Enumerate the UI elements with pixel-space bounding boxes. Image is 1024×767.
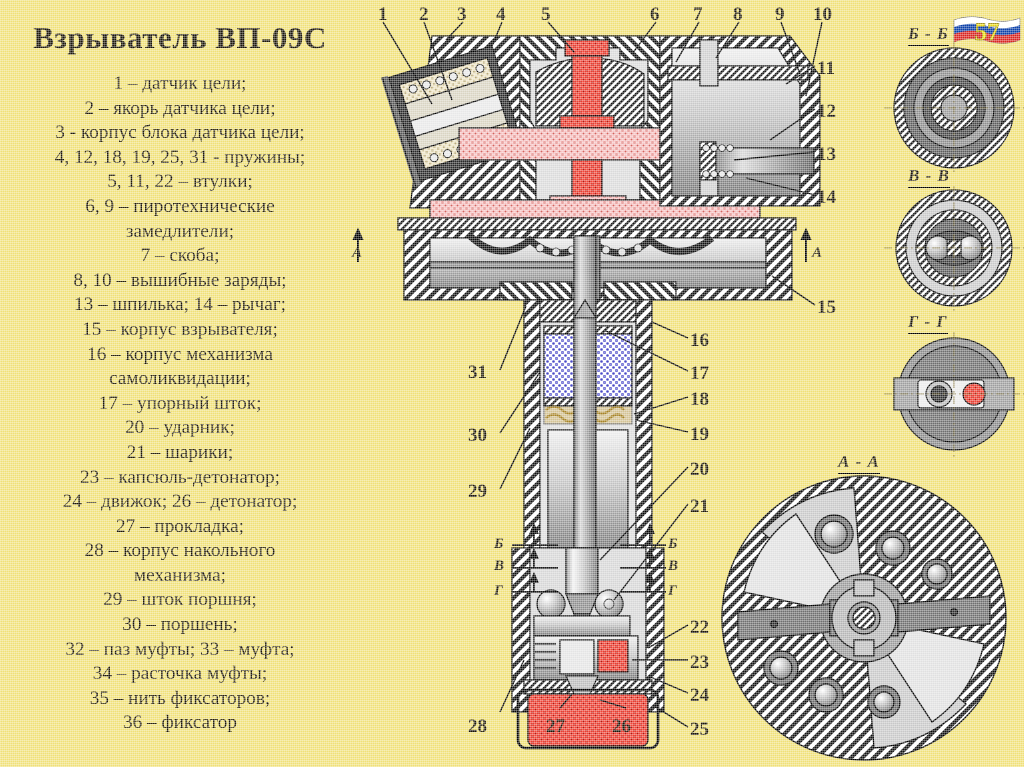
callout-23: 23 bbox=[690, 652, 709, 673]
legend-item: 21 – шарики; bbox=[126, 441, 234, 463]
callout-29: 29 bbox=[468, 481, 487, 502]
section-mark-left-Г: Г bbox=[494, 583, 504, 599]
leader-lines bbox=[382, 21, 823, 728]
legend-panel: Взрыватель ВП-09С 1 – датчик цели; 2 – як… bbox=[0, 0, 360, 767]
legend-item: 34 – расточка муфты; bbox=[92, 663, 268, 685]
section-arrows-bvg bbox=[512, 522, 666, 593]
legend-item: 5, 11, 22 – втулки; bbox=[107, 171, 253, 193]
legend-item: замедлители; bbox=[125, 220, 235, 242]
callout-15: 15 bbox=[817, 297, 836, 318]
section-view-gg bbox=[884, 332, 1024, 458]
callout-22: 22 bbox=[690, 617, 709, 638]
section-label-1: В - В bbox=[908, 166, 950, 188]
callout-1: 1 bbox=[378, 4, 388, 25]
section-view-bb bbox=[884, 42, 1024, 172]
legend-item: 4, 12, 18, 19, 25, 31 - пружины; bbox=[54, 146, 306, 168]
section-mark-left-Б: Б bbox=[494, 536, 504, 552]
page-title: Взрыватель ВП-09С bbox=[33, 20, 327, 55]
callout-26: 26 bbox=[612, 716, 631, 737]
legend-item: 24 – движок; 26 – детонатор; bbox=[62, 491, 298, 513]
legend-item: 13 – шпилька; 14 – рычаг; bbox=[74, 294, 286, 316]
callout-31: 31 bbox=[468, 362, 487, 383]
section-mark-a-right: A bbox=[812, 245, 823, 261]
legend-item: механизма; bbox=[134, 564, 226, 586]
legend-item: 27 – прокладка; bbox=[116, 515, 244, 537]
callout-14: 14 bbox=[817, 187, 836, 208]
legend-list: 1 – датчик цели; 2 – якорь датчика цели; 3… bbox=[8, 72, 352, 736]
callout-2: 2 bbox=[419, 4, 429, 25]
callout-30: 30 bbox=[468, 425, 487, 446]
callout-9: 9 bbox=[775, 4, 785, 25]
callout-10: 10 bbox=[813, 4, 832, 25]
legend-item: самоликвидации; bbox=[109, 368, 251, 390]
callout-20: 20 bbox=[690, 459, 709, 480]
section-arrow-a bbox=[352, 227, 812, 262]
callout-8: 8 bbox=[733, 4, 743, 25]
callout-4: 4 bbox=[496, 4, 506, 25]
section-label-0: Б - Б bbox=[908, 24, 949, 46]
callout-18: 18 bbox=[690, 389, 709, 410]
callout-21: 21 bbox=[690, 496, 709, 517]
legend-item: 6, 9 – пиротехнические bbox=[85, 195, 275, 217]
callout-19: 19 bbox=[690, 424, 709, 445]
legend-item: 20 – ударник; bbox=[125, 417, 235, 439]
legend-item: 15 – корпус взрывателя; bbox=[82, 318, 278, 340]
legend-item: 35 – нить фиксаторов; bbox=[89, 687, 271, 709]
legend-item: 16 – корпус механизма bbox=[87, 343, 273, 365]
badge-number: 57 bbox=[975, 19, 1000, 46]
callout-7: 7 bbox=[693, 4, 703, 25]
callout-27: 27 bbox=[546, 716, 565, 737]
section-mark-right-Б: Б bbox=[668, 536, 678, 552]
legend-item: 2 – якорь датчика цели; bbox=[84, 97, 276, 119]
section-mark-a-left: A bbox=[352, 245, 363, 261]
callout-17: 17 bbox=[690, 363, 709, 384]
callout-25: 25 bbox=[690, 719, 709, 740]
legend-item: 1 – датчик цели; bbox=[113, 73, 247, 94]
legend-item: 23 – капсюль-детонатор; bbox=[80, 466, 280, 488]
russia-flag-badge: 57 bbox=[953, 16, 1021, 46]
section-mark-right-Г: Г bbox=[668, 583, 678, 599]
legend-item: 3 - корпус блока датчика цели; bbox=[55, 122, 305, 144]
callout-13: 13 bbox=[817, 144, 836, 165]
legend-item: 8, 10 – вышибные заряды; bbox=[73, 269, 287, 291]
callout-24: 24 bbox=[690, 685, 709, 706]
section-label-3: А - А bbox=[838, 452, 880, 474]
legend-item: 30 – поршень; bbox=[122, 614, 238, 636]
section-mark-left-В: В bbox=[494, 558, 505, 574]
callout-6: 6 bbox=[650, 4, 660, 25]
callout-28: 28 bbox=[468, 716, 487, 737]
legend-item: 29 – шток поршня; bbox=[103, 589, 257, 611]
legend-item: 36 – фиксатор bbox=[122, 712, 237, 734]
legend-item: 32 – паз муфты; 33 – муфта; bbox=[65, 638, 295, 660]
legend-item: 28 – корпус накольного bbox=[84, 540, 276, 562]
section-view-aa bbox=[721, 475, 1007, 761]
callout-12: 12 bbox=[817, 101, 836, 122]
section-mark-right-В: В bbox=[668, 558, 679, 574]
callout-3: 3 bbox=[457, 4, 467, 25]
legend-item: 17 – упорный шток; bbox=[98, 392, 262, 414]
callout-5: 5 bbox=[541, 4, 551, 25]
callout-11: 11 bbox=[817, 58, 835, 79]
callout-16: 16 bbox=[690, 330, 709, 351]
legend-item: 7 – скоба; bbox=[140, 245, 220, 267]
section-view-vv bbox=[884, 186, 1024, 312]
section-label-2: Г - Г bbox=[908, 312, 948, 334]
